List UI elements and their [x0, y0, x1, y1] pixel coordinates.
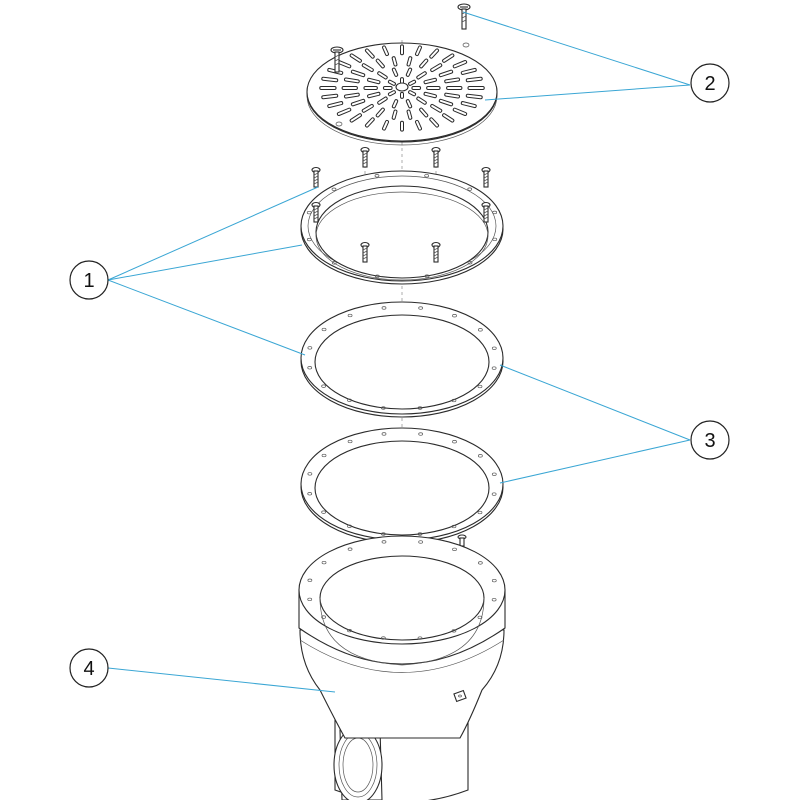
bolt-hole	[380, 636, 386, 640]
bolt-hole	[331, 187, 337, 191]
grate-cover	[306, 42, 498, 146]
frame-screw	[311, 166, 321, 188]
bolt-hole	[381, 540, 387, 544]
bolt-hole	[491, 472, 497, 476]
gasket-lower-holes	[307, 432, 497, 536]
drain-body	[298, 535, 506, 800]
grate-slots	[319, 44, 485, 132]
frame-ring	[300, 170, 504, 285]
frame-screw	[481, 201, 491, 223]
bolt-hole	[452, 547, 457, 552]
frame-screws	[311, 146, 491, 263]
bolt-hole	[477, 454, 483, 458]
bolt-hole	[424, 274, 430, 278]
bolt-hole	[418, 432, 424, 436]
bolt-hole	[451, 398, 457, 403]
bolt-hole	[331, 261, 337, 265]
callout-4: 4	[69, 648, 109, 688]
bolt-hole	[306, 210, 312, 215]
callout-4-label: 4	[83, 658, 94, 680]
bolt-hole	[321, 615, 327, 619]
frame-screw	[431, 146, 441, 168]
bolt-hole	[418, 306, 424, 310]
bolt-hole	[477, 384, 483, 389]
bolt-hole	[467, 187, 473, 191]
bolt-hole	[492, 210, 498, 215]
bolt-hole	[347, 524, 352, 528]
bolt-hole	[417, 532, 423, 536]
bolt-hole	[380, 532, 386, 536]
bolt-hole	[307, 366, 313, 370]
bolt-hole	[451, 629, 457, 633]
bolt-hole	[467, 261, 473, 265]
grate-center-hole	[395, 82, 409, 92]
bolt-hole	[491, 578, 497, 583]
bolt-hole	[321, 510, 327, 514]
gasket-upper	[300, 301, 504, 418]
frame-ring-holes	[306, 174, 498, 278]
bolt-hole	[347, 398, 352, 402]
bolt-hole	[477, 561, 483, 565]
bolt-hole	[321, 327, 327, 332]
bolt-hole	[321, 453, 327, 458]
body-tab	[453, 689, 467, 703]
bolt-hole	[307, 492, 313, 496]
bolt-hole	[380, 406, 386, 410]
bolt-hole	[347, 439, 353, 444]
bolt-hole	[477, 328, 483, 332]
bolt-hole	[491, 492, 497, 496]
frame-screw	[481, 166, 491, 188]
callout-3: 3	[690, 420, 730, 460]
bolt-hole	[477, 510, 483, 515]
bolt-hole	[347, 547, 353, 551]
bolt-hole	[374, 174, 380, 178]
bolt-hole	[307, 597, 313, 602]
bolt-hole	[452, 314, 457, 318]
bolt-hole	[381, 432, 387, 436]
callout-3-label: 3	[704, 430, 715, 452]
frame-screw	[431, 241, 441, 263]
callout-2: 2	[690, 63, 730, 103]
bolt-hole	[451, 524, 457, 529]
bolt-hole	[307, 472, 313, 476]
bolt-hole	[374, 274, 380, 278]
bolt-hole	[452, 440, 457, 444]
callout-1: 1	[69, 260, 109, 300]
bolt-hole	[417, 636, 423, 640]
grate-screw-left	[330, 46, 344, 73]
callout-2-label: 2	[704, 73, 715, 95]
bolt-hole	[491, 366, 497, 370]
callout-1-label: 1	[83, 270, 94, 292]
bolt-hole	[347, 313, 353, 318]
bolt-hole	[306, 237, 312, 242]
bolt-hole	[492, 237, 498, 242]
grate-screw-right	[457, 3, 471, 30]
body-flange-holes	[307, 540, 497, 640]
bolt-hole	[477, 615, 483, 620]
bolt-hole	[491, 346, 497, 350]
bolt-hole	[418, 540, 424, 544]
gasket-upper-holes	[307, 306, 497, 410]
gasket-lower	[300, 427, 504, 544]
bolt-hole	[491, 598, 497, 602]
bolt-hole	[321, 560, 327, 565]
bolt-hole	[307, 578, 313, 582]
bolt-hole	[347, 628, 352, 633]
frame-screw	[311, 201, 321, 223]
bolt-hole	[321, 384, 327, 388]
bolt-hole	[417, 406, 423, 410]
leader-lines	[107, 11, 691, 693]
frame-screw	[360, 146, 370, 168]
bolt-hole	[307, 346, 313, 350]
bolt-hole	[424, 174, 430, 178]
frame-screw	[360, 241, 370, 263]
bolt-hole	[381, 306, 387, 310]
